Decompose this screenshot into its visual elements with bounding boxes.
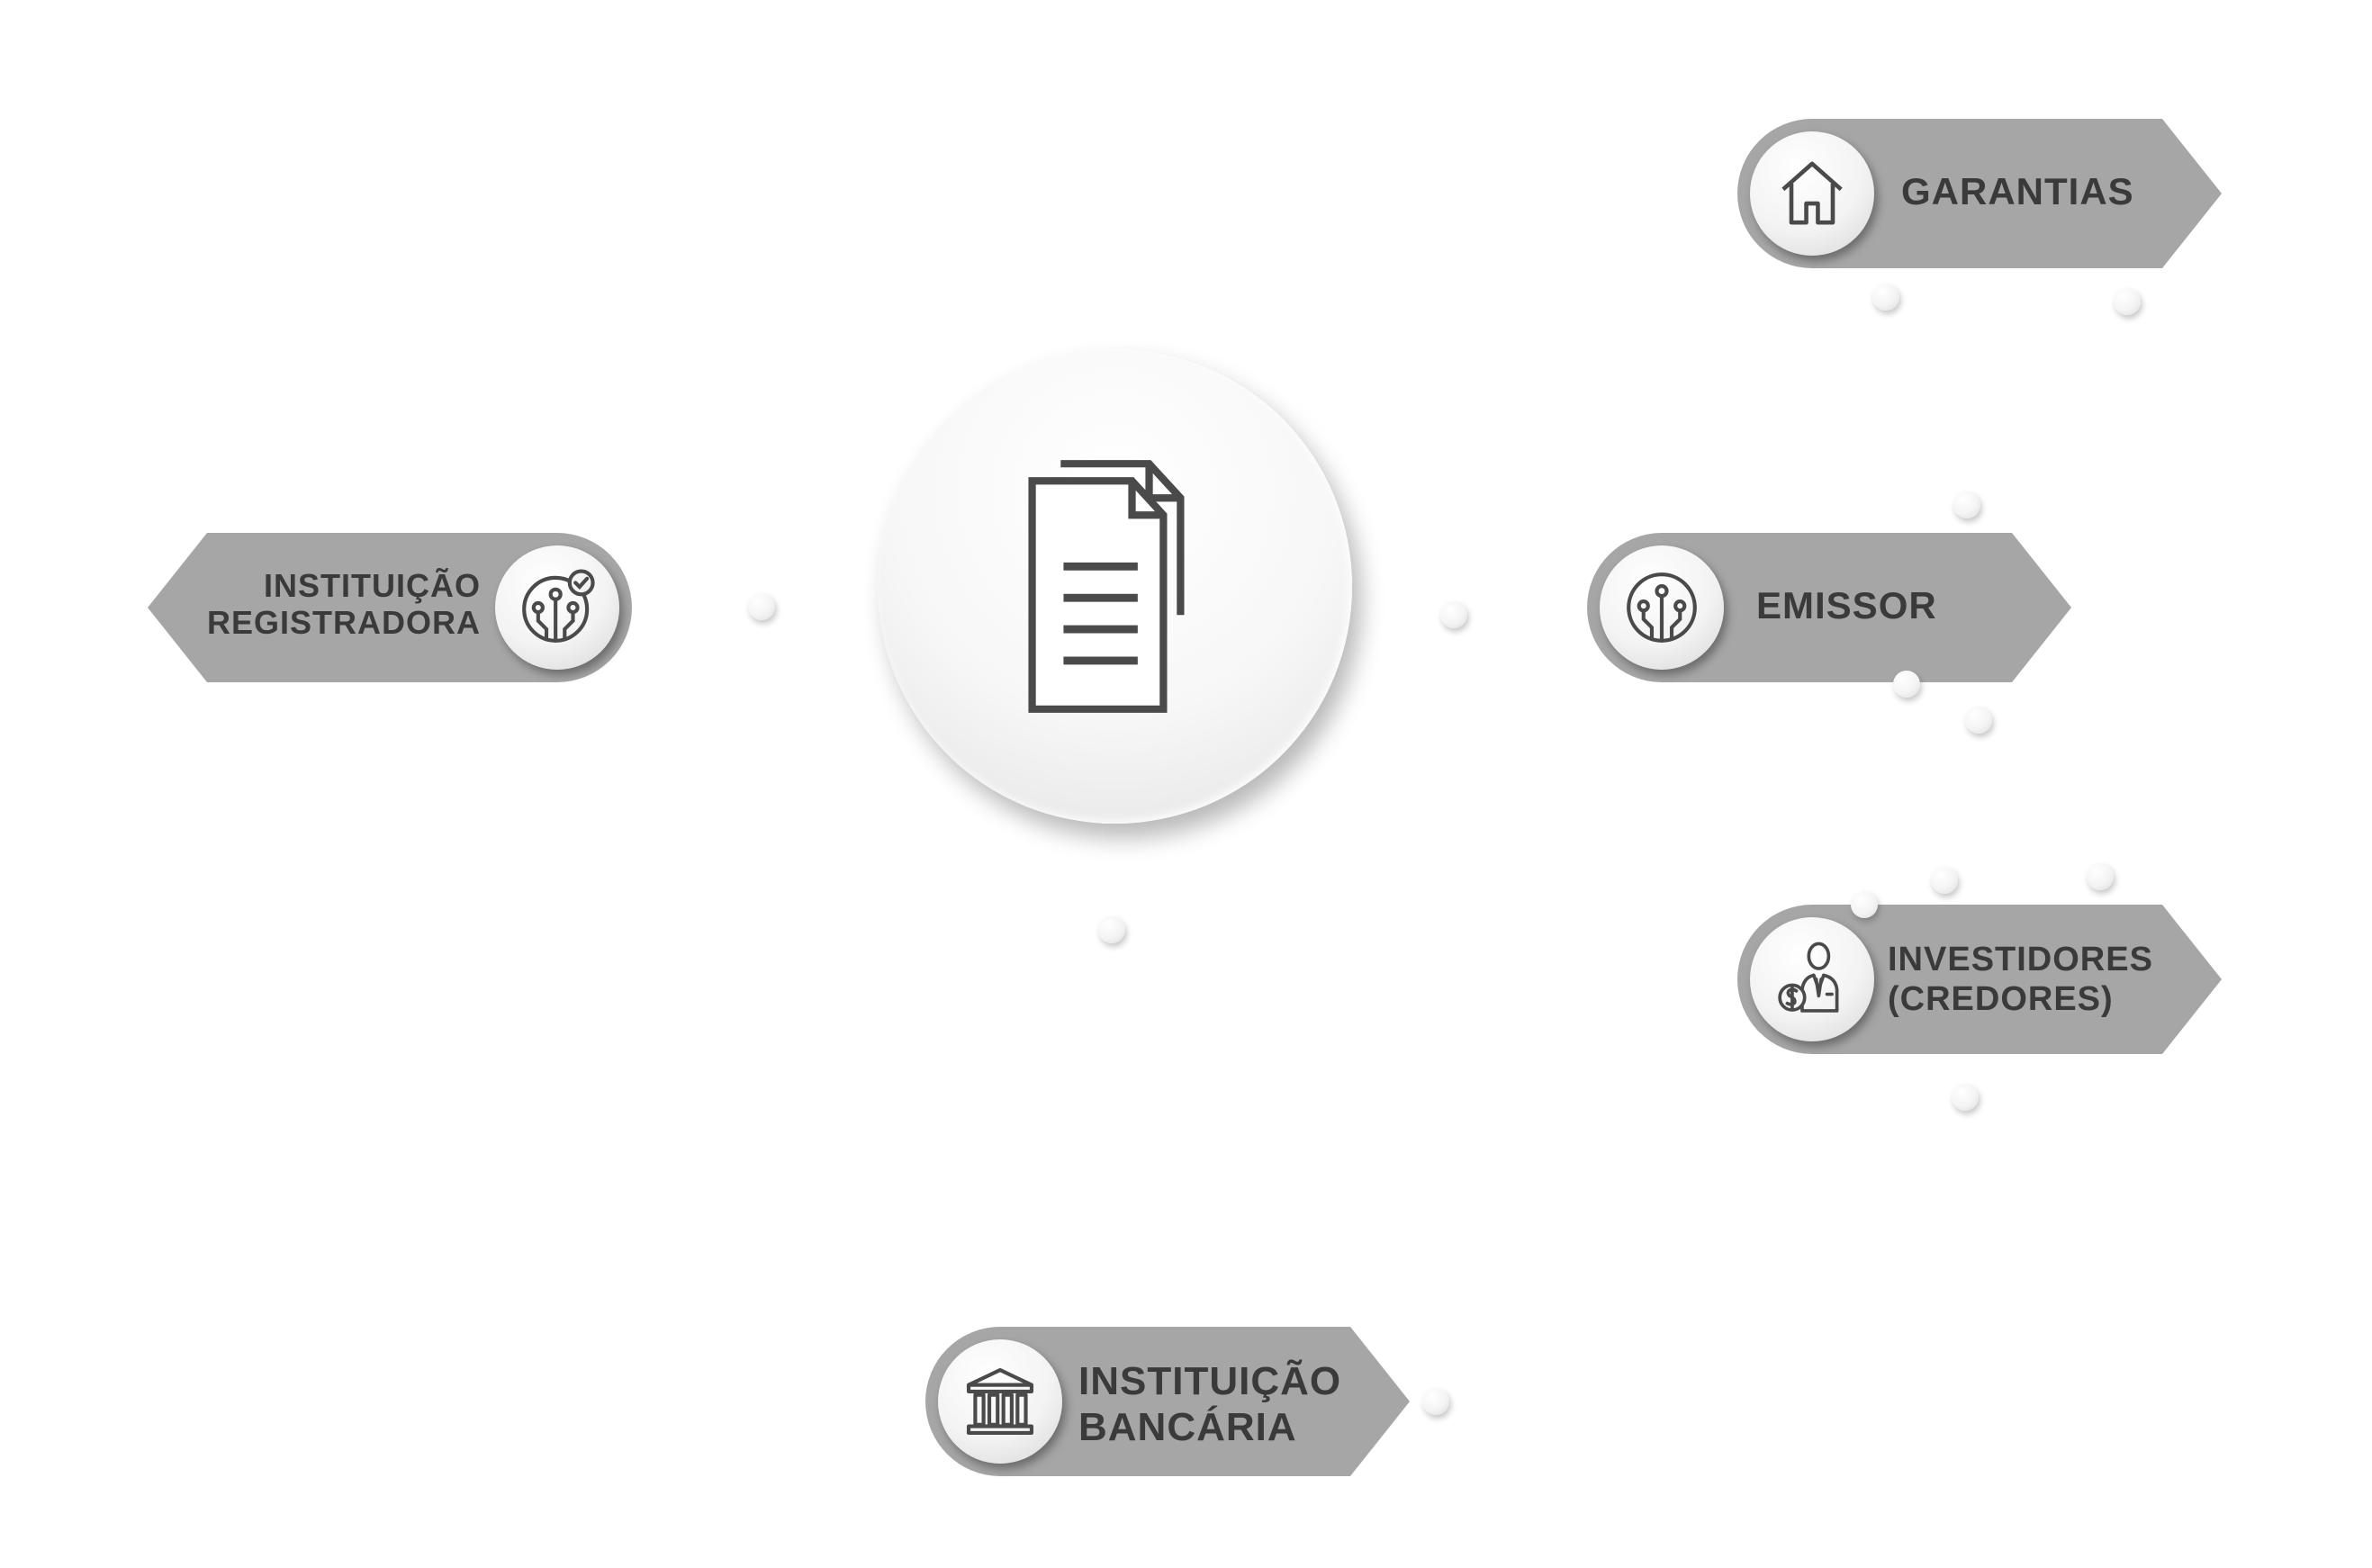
node-label-garantias: GARANTIAS: [1901, 170, 2134, 212]
connector-dot: [1953, 491, 1980, 518]
connector-dot: [748, 593, 775, 620]
node-instituicao-bancaria: INSTITUIÇÃO BANCÁRIA: [925, 1327, 1411, 1476]
node-label-bancaria: INSTITUIÇÃO BANCÁRIA: [1078, 1359, 1341, 1450]
connector-dot: [1098, 916, 1125, 943]
node-label-investidores: INVESTIDORES (CREDORES): [1888, 941, 2153, 1019]
node-instituicao-registradora: INSTITUIÇÃO REGISTRADORA: [146, 533, 632, 682]
circuit-check-icon: [522, 569, 595, 643]
connector-dot: [1851, 891, 1878, 918]
label-line-2: (CREDORES): [1888, 979, 2114, 1018]
connector-dot: [2087, 863, 2114, 890]
connector-dot: [1931, 867, 1958, 894]
label-line-1: INVESTIDORES: [1888, 941, 2153, 978]
house-icon: [1781, 161, 1843, 225]
node-garantias: GARANTIAS: [1737, 119, 2223, 268]
connector-dot: [1440, 601, 1467, 628]
label-line-2: REGISTRADORA: [206, 604, 481, 642]
connector-dot: [1965, 707, 1992, 734]
connector-dot: [1422, 1388, 1449, 1415]
bank-icon: [966, 1367, 1034, 1436]
house-badge: [1750, 131, 1874, 256]
connector-dot: [1952, 1084, 1979, 1111]
bank-badge: [938, 1339, 1062, 1464]
label-line-2: BANCÁRIA: [1078, 1404, 1297, 1449]
connector-dot: [2114, 288, 2141, 315]
circuit-check-badge: [495, 545, 619, 670]
node-investidores: INVESTIDORES (CREDORES): [1737, 905, 2223, 1054]
label-line-1: INSTITUIÇÃO: [264, 567, 481, 604]
document-stack-icon: [1028, 460, 1185, 713]
circuit-badge: [1600, 545, 1724, 670]
circuit-icon: [1627, 572, 1697, 643]
connector-dot: [1872, 284, 1899, 311]
document-node: [878, 349, 1352, 824]
node-label-registradora: INSTITUIÇÃO REGISTRADORA: [207, 567, 481, 642]
node-emissor: EMISSOR: [1587, 533, 2073, 682]
node-label-emissor: EMISSOR: [1756, 584, 1937, 626]
investor-icon: [1778, 942, 1839, 1013]
investor-badge: [1750, 917, 1874, 1041]
connector-dot: [1893, 671, 1920, 698]
label-line-1: INSTITUIÇÃO: [1078, 1359, 1342, 1403]
